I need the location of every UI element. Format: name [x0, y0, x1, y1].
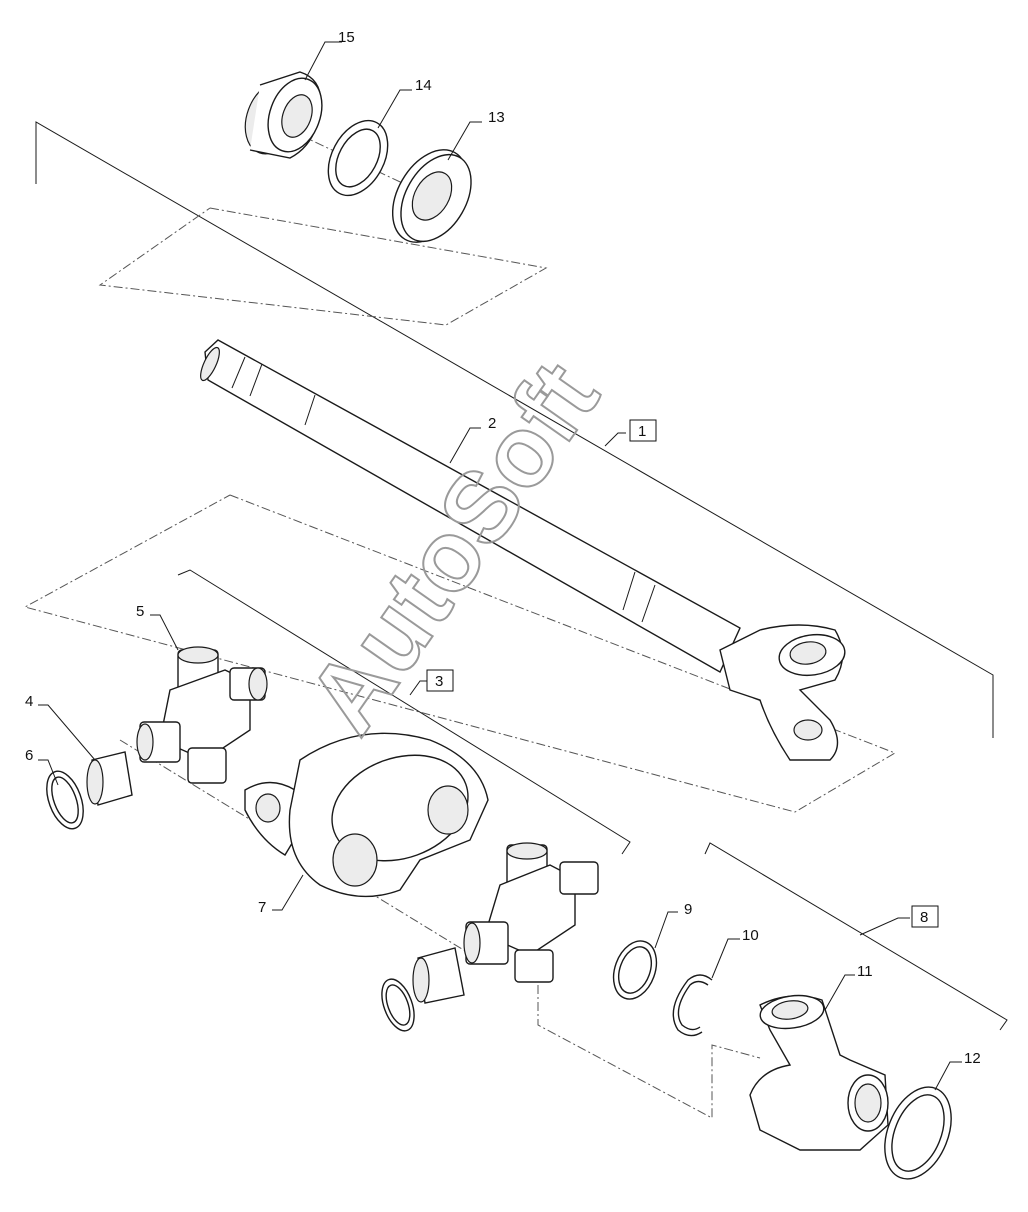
svg-text:15: 15	[338, 29, 355, 46]
leader-lines	[38, 41, 962, 1091]
callout-13: 13	[488, 109, 505, 126]
callout-3: 3	[426, 669, 454, 692]
lower-bearing-cup	[412, 947, 465, 1004]
callout-8: 8	[911, 905, 939, 928]
svg-text:6: 6	[25, 747, 33, 764]
svg-text:11: 11	[857, 963, 873, 980]
assembly-bracket-3	[177, 569, 631, 855]
lower-snap-ring	[381, 978, 415, 1032]
svg-text:8: 8	[920, 909, 928, 926]
part-10-circlip	[672, 974, 713, 1037]
callout-7: 7	[258, 899, 266, 916]
svg-text:7: 7	[258, 899, 266, 916]
svg-text:14: 14	[415, 77, 432, 94]
svg-text:13: 13	[488, 109, 505, 126]
assembly-bracket-8	[704, 842, 1008, 1031]
callout-1: 1	[629, 419, 657, 442]
callout-12: 12	[964, 1050, 981, 1067]
lower-cross	[463, 842, 599, 983]
callout-14: 14	[415, 77, 432, 94]
part-11-slip-yoke	[749, 994, 889, 1151]
callout-4: 4	[25, 693, 33, 710]
part-4-bearing-cup	[86, 751, 133, 806]
svg-text:2: 2	[488, 415, 496, 432]
part-12-washer	[884, 1086, 952, 1180]
part-15-seal	[244, 71, 323, 159]
part-2-shaft	[200, 339, 846, 761]
callout-2: 2	[488, 415, 496, 432]
svg-text:12: 12	[964, 1050, 981, 1067]
assembly-bracket-1	[35, 121, 994, 738]
callout-10: 10	[742, 927, 759, 944]
svg-text:4: 4	[25, 693, 33, 710]
part-9-ring	[612, 940, 658, 1000]
callout-11: 11	[857, 963, 873, 980]
callout-5: 5	[136, 603, 144, 620]
part-5-cross	[136, 646, 268, 784]
svg-text:9: 9	[684, 901, 692, 918]
svg-text:1: 1	[638, 423, 646, 440]
svg-text:5: 5	[136, 603, 144, 620]
callout-9: 9	[684, 901, 692, 918]
part-14-ring	[327, 119, 389, 197]
svg-text:3: 3	[435, 673, 443, 690]
part-7-centre-yoke	[244, 732, 489, 898]
callout-6: 6	[25, 747, 33, 764]
svg-text:10: 10	[742, 927, 759, 944]
part-13-washer	[391, 149, 472, 243]
part-6-snap-ring	[46, 770, 84, 830]
callout-15: 15	[338, 29, 355, 46]
